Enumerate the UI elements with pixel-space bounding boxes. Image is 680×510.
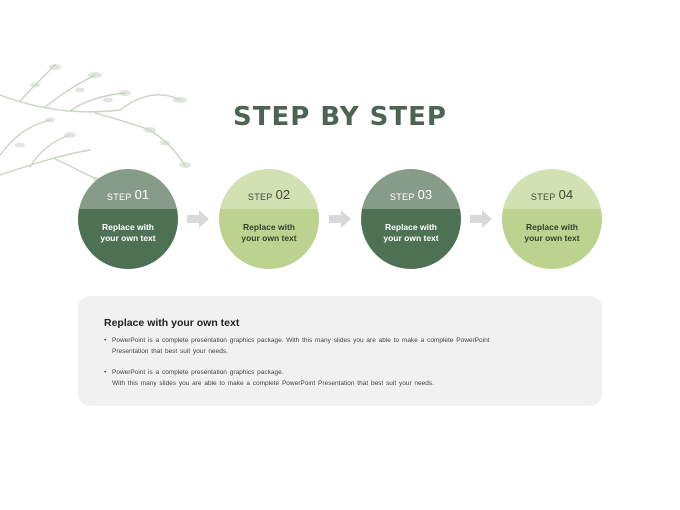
step-label: STEP [389, 192, 415, 202]
watercolor-branch-illustration [0, 64, 191, 183]
text-card: Replace with your own text • PowerPoint … [78, 296, 602, 406]
step-number: 03 [417, 187, 433, 202]
step-number: 04 [558, 187, 574, 202]
step-circle-3: STEP 03 Replace with your own text [361, 169, 461, 269]
step-header: STEP 02 [219, 169, 319, 209]
step-text-line2: your own text [524, 233, 580, 243]
bullet-text-line1: PowerPoint is a complete presentation gr… [112, 369, 284, 376]
step-text-line1: Replace with [243, 222, 295, 232]
step-text-line2: your own text [383, 233, 439, 243]
bullet-marker: • [104, 337, 107, 344]
step-body: Replace with your own text [502, 209, 602, 269]
step-text-line1: Replace with [385, 222, 437, 232]
arrow-right-icon [187, 210, 209, 228]
step-header: STEP 04 [502, 169, 602, 209]
step-circle-2: STEP 02 Replace with your own text [219, 169, 319, 269]
bullet-text-line2: Presentation that best suit your needs. [112, 347, 228, 355]
step-label: STEP [247, 192, 273, 202]
step-text-line1: Replace with [102, 222, 154, 232]
card-title: Replace with your own text [104, 317, 240, 329]
bullet-text-line2: With this many slides you are able to ma… [112, 379, 434, 387]
step-circle-4: STEP 04 Replace with your own text [502, 169, 602, 269]
step-circle-1: STEP 01 Replace with your own text [78, 169, 178, 269]
step-label: STEP [106, 192, 132, 202]
arrow-right-icon [329, 210, 351, 228]
step-header: STEP 01 [78, 169, 178, 209]
bullet-item: • PowerPoint is a complete presentation … [104, 368, 574, 389]
step-number: 02 [275, 187, 291, 202]
step-body: Replace with your own text [78, 209, 178, 269]
bullet-marker: • [104, 369, 107, 376]
step-text-line1: Replace with [526, 222, 578, 232]
slide-title: STEP BY STEP [233, 102, 447, 132]
step-text-line2: your own text [241, 233, 297, 243]
step-body: Replace with your own text [219, 209, 319, 269]
step-number: 01 [134, 187, 150, 202]
arrow-right-icon [470, 210, 492, 228]
step-body: Replace with your own text [361, 209, 461, 269]
step-header: STEP 03 [361, 169, 461, 209]
bullet-item: • PowerPoint is a complete presentation … [104, 336, 574, 357]
bullet-text-line1: PowerPoint is a complete presentation gr… [112, 337, 490, 344]
step-text-line2: your own text [100, 233, 156, 243]
step-label: STEP [530, 192, 556, 202]
